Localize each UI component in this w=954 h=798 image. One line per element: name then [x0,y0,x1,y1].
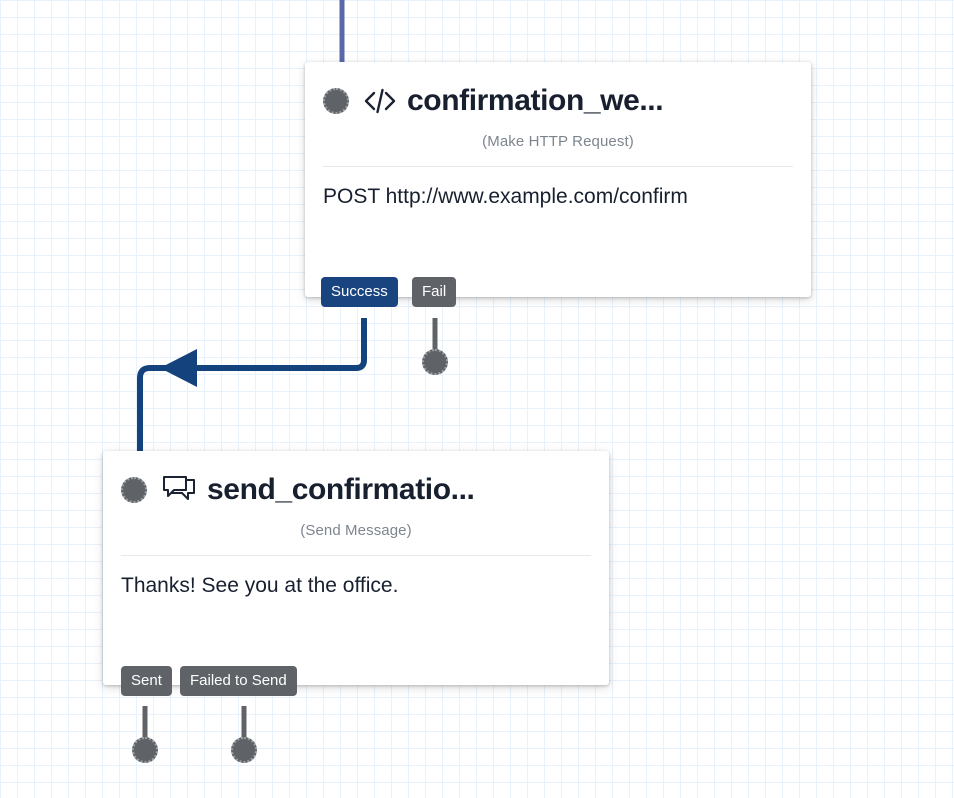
node-send-confirmation[interactable]: send_confirmatio... (Send Message) Thank… [103,451,609,685]
node-header: confirmation_we... [305,62,811,117]
node-confirmation-webhook[interactable]: confirmation_we... (Make HTTP Request) P… [305,62,811,297]
output-badge-fail[interactable]: Fail [412,277,457,308]
output-port-failed-to-send[interactable] [231,737,257,763]
node-body-text: Thanks! See you at the office. [121,574,399,597]
node-header: send_confirmatio... [103,451,609,506]
node-title: confirmation_we... [407,84,664,117]
wire-success-arrowhead [160,349,197,387]
output-badge-sent[interactable]: Sent [121,666,172,697]
chat-bubbles-icon [161,474,197,506]
input-port-icon[interactable] [323,87,349,114]
node-divider [323,166,793,167]
output-port-fail[interactable] [422,349,448,375]
node-body-text: POST http://www.example.com/confirm [323,185,688,208]
output-badge-success[interactable]: Success [321,277,398,308]
node-divider [121,555,591,556]
input-port-icon[interactable] [121,476,147,503]
output-badge-failed-to-send[interactable]: Failed to Send [180,666,297,697]
code-brackets-icon [363,86,397,116]
output-port-sent[interactable] [132,737,158,763]
wire-success [137,318,367,460]
node-title: send_confirmatio... [207,473,475,506]
node-subtitle: (Make HTTP Request) [482,133,634,150]
node-subtitle: (Send Message) [300,522,412,539]
